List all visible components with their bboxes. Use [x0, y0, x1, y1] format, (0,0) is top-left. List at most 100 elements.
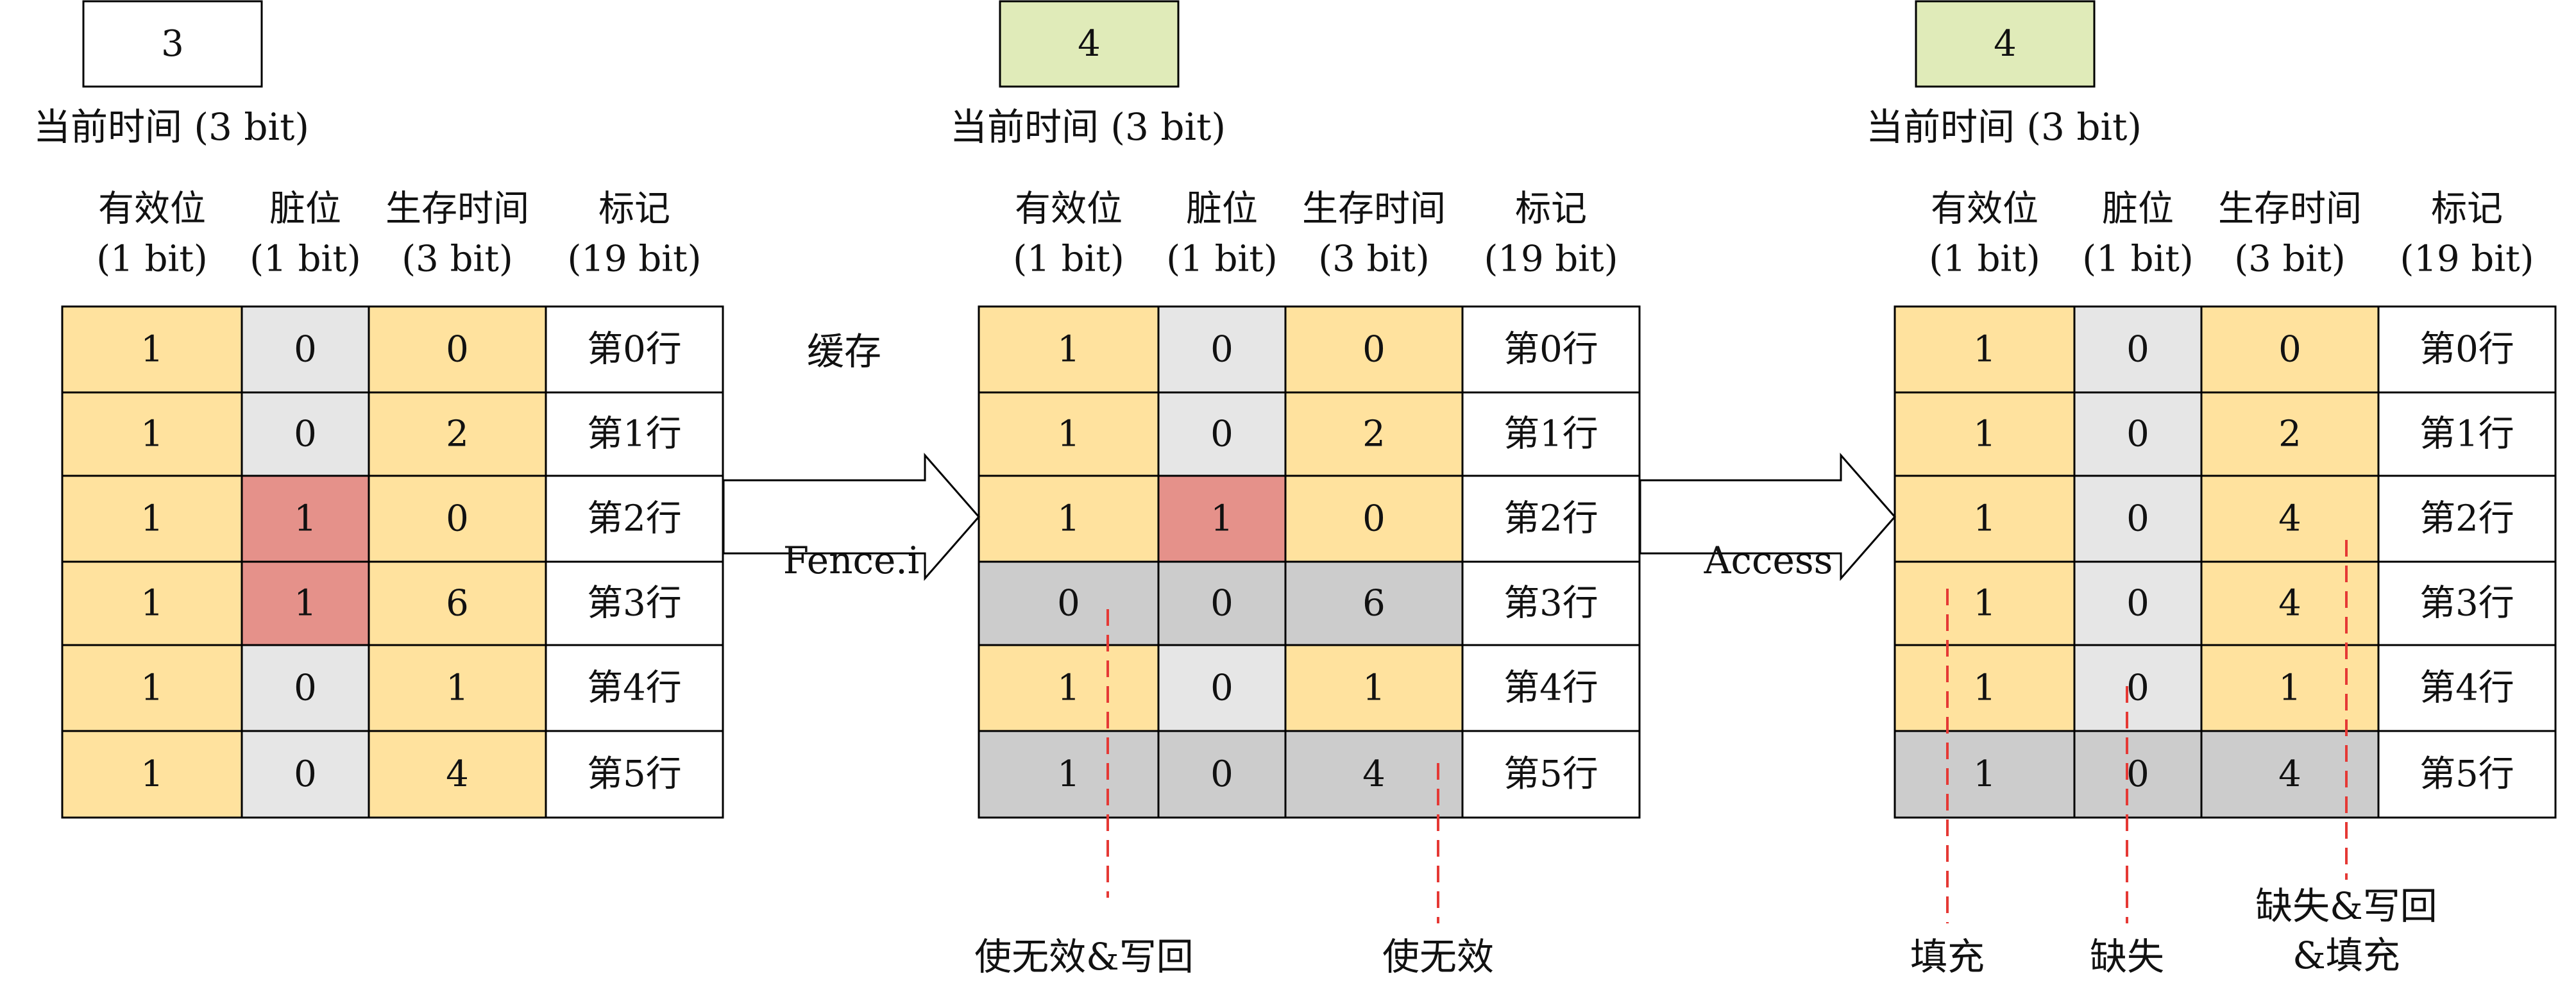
dirty-bit-cell-text: 0: [2126, 583, 2149, 625]
column-header-name: 有效位: [1931, 189, 2038, 230]
current-time-box: [82, 0, 263, 88]
dirty-bit-cell-text: 0: [2126, 498, 2149, 540]
age-cell-text: 4: [1362, 753, 1385, 795]
column-header-name: 有效位: [1015, 189, 1123, 230]
dirty-bit-cell-text: 1: [294, 583, 317, 625]
valid-bit-cell: [978, 391, 1160, 477]
valid-bit-cell: [1894, 560, 2076, 646]
age-cell-text: 2: [1362, 414, 1385, 455]
age-cell-text: 4: [2278, 583, 2301, 625]
dirty-bit-cell: [241, 730, 370, 819]
dirty-bit-cell: [1157, 475, 1287, 563]
valid-bit-cell-text: 1: [140, 753, 164, 795]
transition-label: Access: [1704, 539, 1833, 582]
age-cell-text: 0: [446, 329, 469, 371]
transition-arrow: [1639, 453, 1896, 581]
tag-cell-text: 第0行: [2419, 329, 2514, 371]
dirty-bit-cell-text: 0: [294, 753, 317, 795]
age-cell-text: 2: [446, 414, 469, 455]
column-header-name: 脏位: [2102, 189, 2174, 230]
valid-bit-cell-text: 1: [140, 414, 164, 455]
tag-cell: [1461, 560, 1641, 646]
dirty-bit-cell: [2073, 305, 2203, 394]
annotation-label: 填充: [1910, 935, 1985, 979]
tag-cell-text: 第4行: [2419, 668, 2514, 709]
tag-cell-text: 第0行: [587, 329, 682, 371]
valid-bit-cell: [978, 305, 1160, 394]
age-cell-text: 0: [2278, 329, 2301, 371]
transition-arrow: [722, 453, 980, 581]
column-header-name: 生存时间: [386, 189, 529, 230]
dirty-bit-cell-text: 0: [1210, 583, 1233, 625]
valid-bit-cell: [1894, 391, 2076, 477]
age-cell: [2200, 730, 2380, 819]
current-time-box: [1915, 0, 2096, 88]
column-header-name: 标记: [2431, 189, 2503, 230]
age-cell: [368, 391, 547, 477]
valid-bit-cell: [978, 730, 1160, 819]
valid-bit-cell-text: 1: [1057, 414, 1080, 455]
age-cell-text: 1: [2278, 668, 2301, 709]
tag-cell-text: 第5行: [2419, 753, 2514, 795]
age-cell: [368, 560, 547, 646]
dirty-bit-cell-text: 0: [2126, 414, 2149, 455]
current-time-value: 4: [1078, 23, 1101, 65]
transition-label: Fence.i: [783, 539, 920, 582]
dirty-bit-cell-text: 0: [294, 329, 317, 371]
age-cell-text: 2: [2278, 414, 2301, 455]
valid-bit-cell: [61, 730, 243, 819]
age-cell: [368, 644, 547, 732]
column-header-bits: (3 bit): [402, 239, 513, 280]
valid-bit-cell-text: 1: [140, 329, 164, 371]
age-cell-text: 0: [1362, 498, 1385, 540]
age-cell: [1284, 730, 1464, 819]
column-header-bits: (1 bit): [1013, 239, 1124, 280]
valid-bit-cell: [61, 475, 243, 563]
dirty-bit-cell-text: 0: [294, 668, 317, 709]
column-header-bits: (1 bit): [1166, 239, 1277, 280]
dirty-bit-cell-text: 0: [294, 414, 317, 455]
age-cell-text: 4: [446, 753, 469, 795]
tag-cell-text: 第4行: [587, 668, 682, 709]
column-header-name: 有效位: [98, 189, 206, 230]
age-cell: [2200, 560, 2380, 646]
valid-bit-cell-text: 1: [1973, 753, 1996, 795]
valid-bit-cell: [978, 560, 1160, 646]
valid-bit-cell-text: 1: [1057, 668, 1080, 709]
valid-bit-cell-text: 1: [1057, 753, 1080, 795]
age-cell-text: 0: [1362, 329, 1385, 371]
annotation-label: 使无效: [1382, 935, 1494, 979]
current-time-label: 当前时间 (3 bit): [1866, 105, 2142, 149]
valid-bit-cell-text: 1: [1973, 668, 1996, 709]
column-header-bits: (1 bit): [2082, 239, 2193, 280]
column-header-bits: (19 bit): [567, 239, 701, 280]
annotation-label: 缺失: [2090, 935, 2164, 979]
tag-cell: [545, 560, 724, 646]
age-cell-text: 4: [2278, 498, 2301, 540]
valid-bit-cell-text: 1: [140, 498, 164, 540]
age-cell: [1284, 475, 1464, 563]
valid-bit-cell: [1894, 644, 2076, 732]
tag-cell-text: 第1行: [1504, 414, 1598, 455]
tag-cell-text: 第2行: [1504, 498, 1598, 540]
valid-bit-cell-text: 1: [140, 668, 164, 709]
tag-cell-text: 第2行: [2419, 498, 2514, 540]
valid-bit-cell-text: 1: [1973, 583, 1996, 625]
valid-bit-cell-text: 0: [1057, 583, 1080, 625]
column-header-name: 标记: [1515, 189, 1587, 230]
tag-cell: [2377, 560, 2557, 646]
current-time-box: [999, 0, 1180, 88]
cache-label: 缓存: [807, 330, 881, 373]
valid-bit-cell: [61, 560, 243, 646]
dirty-bit-cell: [1157, 305, 1287, 394]
column-header-name: 标记: [598, 189, 670, 230]
age-cell: [1284, 305, 1464, 394]
valid-bit-cell-text: 1: [1057, 498, 1080, 540]
dirty-bit-cell-text: 1: [1210, 498, 1233, 540]
column-header-name: 生存时间: [2218, 189, 2362, 230]
column-header-bits: (3 bit): [1318, 239, 1429, 280]
column-header-bits: (1 bit): [250, 239, 360, 280]
dirty-bit-cell-text: 0: [2126, 668, 2149, 709]
